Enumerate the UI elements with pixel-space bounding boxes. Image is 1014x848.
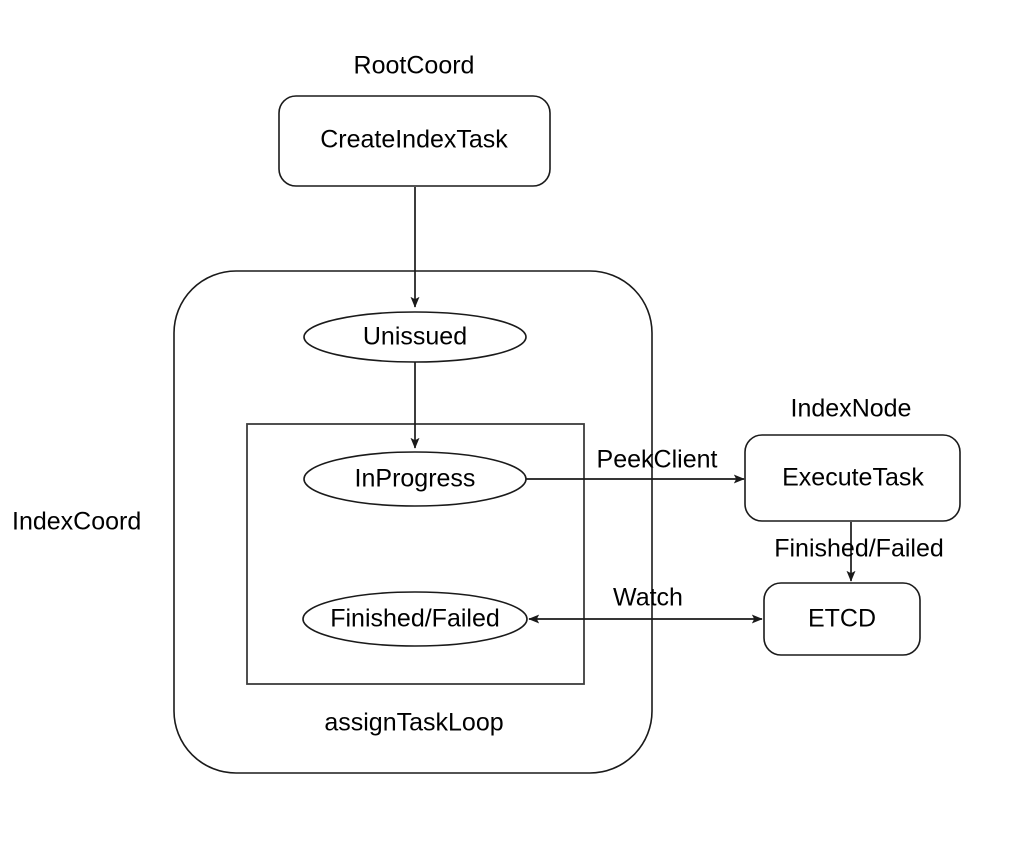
- etcd-label: ETCD: [808, 605, 876, 633]
- peek-client-edge-label: PeekClient: [597, 446, 718, 474]
- finished-failed-edge-label: Finished/Failed: [774, 535, 944, 563]
- in-progress-state-label: InProgress: [355, 465, 476, 493]
- execute-task-node[interactable]: [744, 434, 961, 522]
- create-index-task-label: CreateIndexTask: [320, 126, 508, 154]
- unissued-state-label: Unissued: [363, 323, 467, 351]
- finished-failed-state-node[interactable]: [302, 591, 528, 647]
- index-coord-label: IndexCoord: [12, 508, 141, 536]
- finished-failed-state-label: Finished/Failed: [330, 605, 500, 633]
- create-index-task-node[interactable]: [278, 95, 551, 187]
- assign-task-loop-label: assignTaskLoop: [324, 709, 503, 737]
- etcd-node[interactable]: [763, 582, 921, 656]
- index-node-label: IndexNode: [791, 395, 912, 423]
- index-coord-container: [173, 270, 653, 774]
- root-coord-label: RootCoord: [354, 52, 475, 80]
- watch-edge-label: Watch: [613, 584, 683, 612]
- execute-task-label: ExecuteTask: [782, 464, 924, 492]
